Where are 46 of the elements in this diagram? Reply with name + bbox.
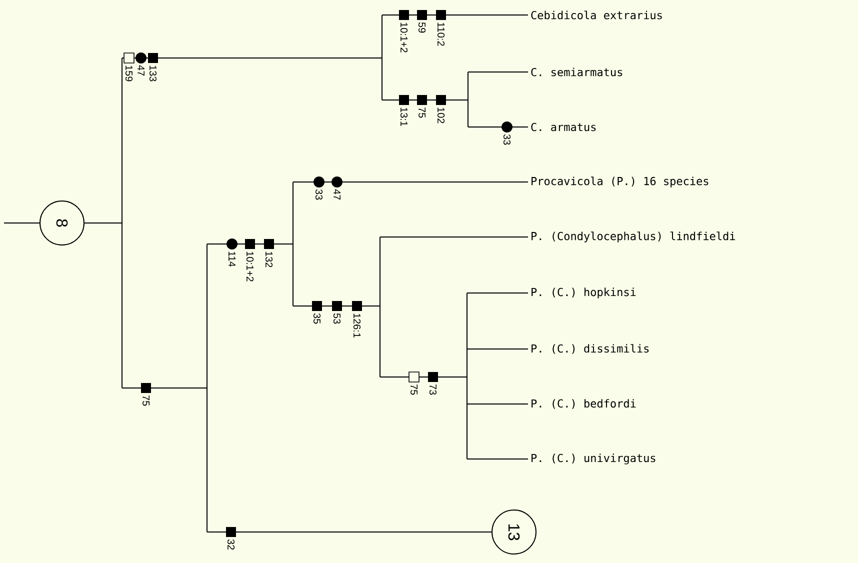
character-mark: 10:1+2 bbox=[245, 239, 255, 282]
character-mark: 75 bbox=[408, 372, 420, 395]
taxon-name: Procavicola (P.) 16 species bbox=[532, 176, 708, 188]
character-mark: 75 bbox=[141, 383, 151, 406]
taxon-name: C. semiarmatus bbox=[531, 68, 622, 76]
branch-line bbox=[380, 236, 528, 238]
branch-line bbox=[206, 244, 208, 388]
branch-line bbox=[382, 14, 528, 16]
character-mark: 33 bbox=[314, 176, 324, 200]
character-mark: 133 bbox=[148, 53, 158, 82]
branch-line bbox=[292, 244, 294, 306]
taxon-name: P. (C.) hopkinsi bbox=[532, 288, 636, 298]
taxon-name: P. (C.) dissimilis bbox=[532, 344, 649, 354]
character-mark: 110:2 bbox=[436, 10, 446, 46]
character-mark: 132 bbox=[264, 239, 274, 268]
branch-line bbox=[206, 388, 208, 532]
character-mark: 35 bbox=[312, 301, 322, 324]
character-mark: 73 bbox=[428, 372, 438, 395]
character-mark: 10:1+2 bbox=[399, 10, 409, 52]
character-mark: 102 bbox=[436, 95, 446, 124]
branch-line bbox=[84, 222, 122, 224]
character-mark: 47 bbox=[136, 52, 146, 76]
character-mark: 13:1 bbox=[399, 95, 409, 126]
character-mark: 53 bbox=[332, 301, 342, 324]
character-mark: 75 bbox=[417, 95, 427, 118]
character-mark: 47 bbox=[332, 176, 342, 200]
character-mark: 33 bbox=[502, 122, 512, 145]
branch-line bbox=[380, 376, 468, 378]
branch-line bbox=[466, 458, 528, 460]
branch-line bbox=[468, 126, 528, 128]
character-mark: 126:1 bbox=[352, 301, 362, 338]
branch-line bbox=[466, 348, 468, 378]
branch-line bbox=[466, 348, 528, 350]
character-mark: 59 bbox=[417, 10, 427, 33]
branch-line bbox=[292, 182, 294, 244]
character-mark: 114 bbox=[226, 238, 238, 267]
taxon-name: P. (C.) univirgatus bbox=[532, 454, 656, 464]
branch-line bbox=[4, 222, 40, 224]
character-mark: 32 bbox=[226, 527, 236, 550]
taxon-name: C. armatus bbox=[531, 122, 596, 132]
taxon-name: P. (Condylocephalus) lindfieldi bbox=[532, 232, 736, 242]
character-mark: 159 bbox=[124, 52, 134, 82]
taxon-name: P. (C.) bedfordi bbox=[532, 399, 636, 409]
branch-line bbox=[466, 376, 468, 460]
branch-line bbox=[466, 292, 528, 294]
taxon-name: Cebidicola extrarius bbox=[531, 10, 662, 20]
